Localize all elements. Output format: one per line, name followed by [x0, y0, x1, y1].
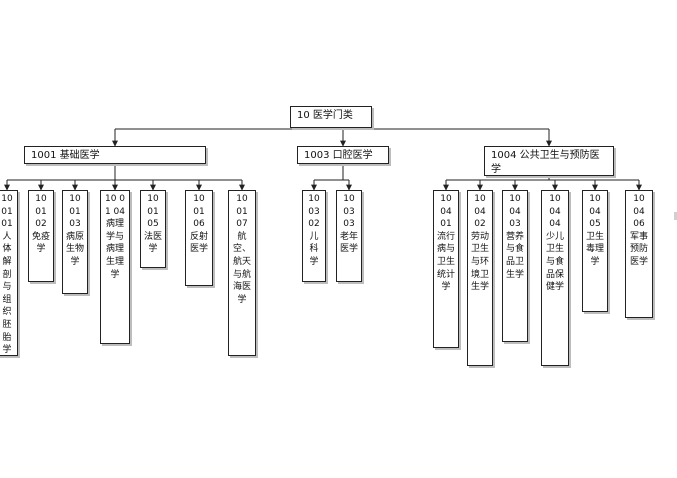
- discipline-node-1-1: 10 01 01 人体解剖与组织胚胎学: [0, 190, 18, 356]
- group-node-1: 1001 基础医学: [24, 146, 206, 164]
- discipline-node-1-6-label: 10 01 06 反射医学: [189, 194, 208, 255]
- discipline-node-1-6: 10 01 06 反射医学: [185, 190, 213, 286]
- root-node-label: 10 医学门类: [297, 110, 353, 121]
- discipline-node-3-1: 10 04 01 流行病与卫生统计学: [433, 190, 459, 348]
- discipline-node-3-1-label: 10 04 01 流行病与卫生统计学: [437, 194, 456, 293]
- discipline-node-2-1-label: 10 03 02 儿科学: [308, 194, 320, 267]
- discipline-node-1-1-label: 10 01 01 人体解剖与组织胚胎学: [1, 194, 13, 356]
- discipline-node-3-5-label: 10 04 05 卫生毒理学: [586, 194, 605, 267]
- discipline-node-3-3-label: 10 04 03 营养与食品卫生学: [506, 194, 525, 280]
- group-node-3: 1004 公共卫生与预防医学: [484, 146, 614, 176]
- discipline-node-3-6: 10 04 06 军事预防医学: [625, 190, 653, 318]
- discipline-node-3-4-label: 10 04 04 少儿卫生与食品保健学: [545, 194, 564, 293]
- group-node-2-label: 1003 口腔医学: [304, 150, 373, 161]
- discipline-node-1-2-label: 10 01 02 免疫学: [32, 194, 51, 255]
- discipline-node-3-4: 10 04 04 少儿卫生与食品保健学: [541, 190, 569, 366]
- discipline-node-1-3: 10 01 03 病原生物学: [62, 190, 88, 294]
- discipline-node-2-2-label: 10 03 03 老年医学: [340, 194, 359, 255]
- discipline-node-1-7-label: 10 01 07 航空、航天与航海医学: [232, 194, 251, 305]
- discipline-node-3-2-label: 10 04 02 劳动卫生与环境卫生学: [471, 194, 490, 293]
- root-node: 10 医学门类: [290, 106, 372, 128]
- discipline-node-1-2: 10 01 02 免疫学: [28, 190, 54, 282]
- discipline-node-1-5-label: 10 01 05 法医学: [144, 194, 163, 255]
- group-node-1-label: 1001 基础医学: [31, 150, 100, 161]
- discipline-node-1-5: 10 01 05 法医学: [140, 190, 166, 268]
- group-node-3-label: 1004 公共卫生与预防医学: [491, 150, 600, 175]
- discipline-node-3-3: 10 04 03 营养与食品卫生学: [502, 190, 528, 342]
- discipline-node-1-7: 10 01 07 航空、航天与航海医学: [228, 190, 256, 356]
- discipline-node-3-2: 10 04 02 劳动卫生与环境卫生学: [467, 190, 493, 366]
- discipline-node-2-2: 10 03 03 老年医学: [336, 190, 362, 282]
- group-node-2: 1003 口腔医学: [297, 146, 389, 164]
- discipline-node-1-3-label: 10 01 03 病原生物学: [66, 194, 85, 267]
- discipline-node-1-4: 10 01 04 病理学与病理生理学: [100, 190, 130, 344]
- discipline-node-3-5: 10 04 05 卫生毒理学: [582, 190, 608, 312]
- discipline-node-2-1: 10 03 02 儿科学: [302, 190, 326, 282]
- discipline-node-1-4-label: 10 01 04 病理学与病理生理学: [104, 194, 126, 280]
- page-edge-mark: [674, 212, 677, 220]
- discipline-node-3-6-label: 10 04 06 军事预防医学: [629, 194, 648, 267]
